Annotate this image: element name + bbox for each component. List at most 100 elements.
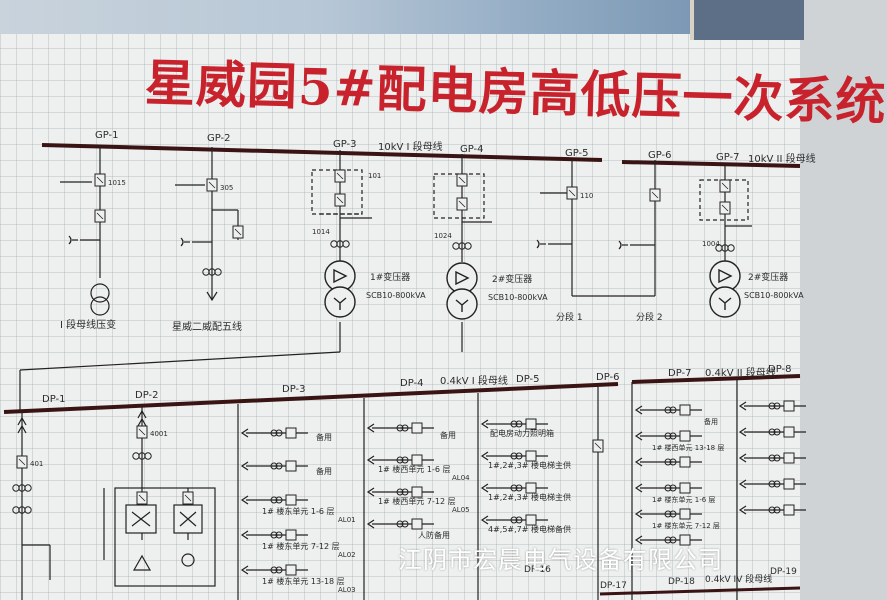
hv-busbar-2 [621, 160, 801, 168]
dp4-circuit-label: 1# 楼西单元 1-6 层 [378, 464, 451, 474]
dp1-main-breaker [16, 455, 28, 469]
lv-panel-label: DP-17 [600, 581, 627, 591]
dp7-circuit-label: 1# 楼西单元 13-18 层 [652, 443, 724, 452]
gp3-breaker [334, 169, 346, 183]
gp5-breaker [566, 186, 578, 200]
hv-panel-label: GP-3 [333, 139, 357, 150]
gp7-switch-label: 1004 [702, 240, 720, 248]
dp5-circuit-label: 4#,5#,7# 楼电梯备供 [488, 524, 571, 534]
hv-bus-label-2: 10kV II 段母线 [748, 152, 816, 165]
lv-panel-label: DP-2 [135, 390, 158, 401]
gp5-switch-label: 110 [580, 192, 593, 200]
lv-busbar-1 [3, 382, 619, 414]
gp3-disconnector [334, 193, 346, 207]
lv-panel-label: DP-4 [400, 378, 423, 389]
lv-panel-label: DP-5 [516, 374, 539, 385]
lv-panel-label: DP-16 [524, 565, 551, 575]
transformer-1-icon [324, 260, 356, 318]
gp2-disconnector [206, 178, 218, 192]
lv-panel-label: DP-3 [282, 384, 305, 395]
gp2-label: 星威二威配五线 [172, 320, 242, 333]
transformer-1-model: SCB10-800kVA [366, 291, 426, 300]
hv-panel-label: GP-2 [207, 133, 231, 144]
dp3-circuit-label: 1# 楼东单元 1-6 层 [262, 506, 335, 516]
gp1-switch-label: 1015 [108, 179, 126, 187]
transformer-2-label: 2#变压器 [492, 273, 532, 285]
dp5-circuit-label: 1#,2#,3# 楼电梯主供 [488, 460, 571, 470]
dp3-circuit-label: 备用 [316, 466, 332, 476]
lv-panel-label: DP-18 [668, 577, 695, 587]
dp2-switch-label: 4001 [150, 430, 168, 438]
dp8-feeders [739, 400, 807, 516]
tr1-lv-connection [19, 351, 341, 410]
gp1-label: I 段母线压变 [60, 318, 116, 331]
dp4-circuit-label: 1# 楼西单元 7-12 层 [378, 496, 456, 506]
gp7-disconnector [719, 201, 731, 215]
lv-panel-label: DP-19 [770, 567, 797, 577]
hv-bus-label-1: 10kV I 段母线 [378, 140, 443, 153]
lv-panel-label: DP-8 [768, 364, 791, 375]
dp7-circuit-label: 1# 楼东单元 1-6 层 [652, 495, 715, 504]
gp1-fuse [94, 209, 106, 223]
hv-panel-label: GP-5 [565, 148, 589, 159]
lv-busbar-4 [599, 586, 801, 596]
gp3-switch-label-2: 1014 [312, 228, 330, 236]
lv-busbar-2 [631, 374, 801, 384]
hv-panel-label: GP-7 [716, 152, 740, 163]
dp5-circuit-label: 配电房动力照明箱 [490, 428, 554, 438]
hv-panel-label: GP-6 [648, 150, 672, 161]
hv-busbar-1 [41, 143, 603, 162]
gp3-switch-label: 101 [368, 172, 381, 180]
gp6-arrester-icon [618, 240, 629, 250]
gp2-bay [175, 147, 239, 302]
dp2-breaker [136, 425, 148, 439]
transformer-3-icon [709, 260, 741, 318]
gp4-breaker [456, 173, 468, 187]
lv-panel-label: DP-6 [596, 372, 619, 383]
company-name: 江阴市宏晨电气设备有限公司 [398, 546, 723, 574]
dp3-circuit-code: AL01 [338, 516, 356, 524]
dp3-circuit-label: 备用 [316, 432, 332, 442]
dp2-contactor-2 [182, 491, 194, 505]
gp2-arrester-icon [180, 237, 191, 247]
gp5-arrester-icon [536, 239, 547, 249]
dp2-bay [103, 405, 216, 587]
dp7-circuit-label: 备用 [704, 417, 718, 426]
lv-bus-label-2: 0.4kV II 段母线 [705, 366, 776, 379]
dp4-feeders [367, 422, 435, 530]
bus-tie-label-2: 分段 2 [636, 311, 663, 323]
window-frame [690, 0, 804, 40]
dp5-circuit-label: 1#,2#,3# 楼电梯主供 [488, 492, 571, 502]
gp7-breaker [719, 179, 731, 193]
hv-panel-label: GP-4 [460, 144, 484, 155]
gp2-switch-label: 305 [220, 184, 233, 192]
background-strip [0, 0, 800, 34]
gp1-arrester-icon [68, 235, 79, 245]
dp1-bay [17, 412, 51, 600]
transformer-2-model: SCB10-800kVA [488, 293, 548, 302]
dp6-tie-breaker [592, 439, 604, 453]
dp3-circuit-label: 1# 楼东单元 13-18 层 [262, 576, 345, 586]
hv-panel-label: GP-1 [95, 130, 119, 141]
lv-bus-label-1: 0.4kV I 段母线 [440, 374, 508, 387]
dp4-circuit-label: 人防备用 [418, 530, 450, 540]
lv-panel-label: DP-1 [42, 394, 65, 405]
gp4-switch-label: 1024 [434, 232, 452, 240]
lv-panel-label: DP-7 [668, 368, 691, 379]
dp4-circuit-code: AL05 [452, 506, 470, 514]
dp4-circuit-label: 备用 [440, 430, 456, 440]
dp1-switch-label: 401 [30, 460, 43, 468]
gp2-earth-switch [232, 225, 244, 239]
dp3-circuit-label: 1# 楼东单元 7-12 层 [262, 541, 340, 551]
dp3-feeders [241, 427, 309, 576]
dp4-circuit-code: AL04 [452, 474, 470, 482]
lv-bus-label-4: 0.4kV IV 段母线 [705, 573, 772, 585]
gp4-disconnector [456, 197, 468, 211]
dp2-contactor-1 [136, 491, 148, 505]
bus-tie-label-1: 分段 1 [556, 311, 583, 323]
diagram-board [0, 0, 800, 600]
bus-tie [540, 160, 656, 297]
dp3-circuit-code: AL03 [338, 586, 356, 594]
transformer-2-icon [446, 262, 478, 320]
transformer-1-label: 1#变压器 [370, 271, 410, 283]
